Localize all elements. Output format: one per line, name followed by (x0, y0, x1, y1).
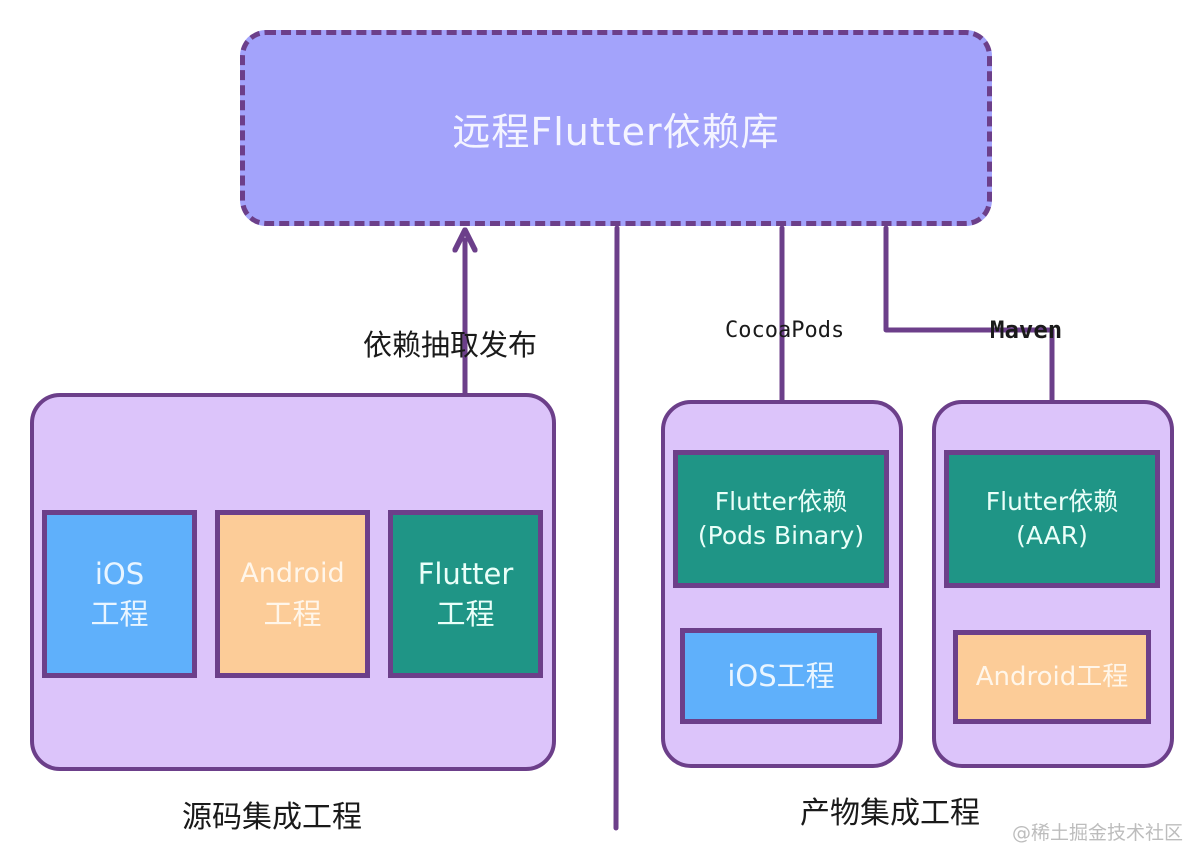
flutter-tile-line1: Flutter (417, 557, 514, 591)
pods-tile-line2: (Pods Binary) (697, 521, 865, 550)
android-project-artifact-tile: Android工程 (953, 630, 1151, 724)
watermark: @稀土掘金技术社区 (1012, 822, 1184, 844)
label-maven: Maven (990, 316, 1063, 344)
label-extract-publish: 依赖抽取发布 (363, 328, 538, 362)
maven-arrow (883, 225, 1052, 440)
remote-flutter-repo: 远程Flutter依赖库 (240, 30, 992, 226)
caption-artifact-integration: 产物集成工程 (800, 796, 980, 831)
android-project-tile: Android 工程 (215, 510, 370, 678)
ios-artifact-tile-label: iOS工程 (727, 659, 835, 693)
flutter-project-tile: Flutter 工程 (388, 510, 543, 678)
flutter-dep-aar-tile: Flutter依赖 (AAR) (944, 450, 1160, 588)
repo-title: 远程Flutter依赖库 (452, 109, 780, 154)
pods-tile-line1: Flutter依赖 (714, 487, 848, 516)
aar-tile-line1: Flutter依赖 (985, 487, 1119, 516)
divider-line (613, 225, 620, 831)
flutter-tile-line2: 工程 (436, 597, 495, 631)
flutter-dep-pods-tile: Flutter依赖 (Pods Binary) (673, 450, 889, 588)
android-tile-line1: Android (240, 558, 345, 589)
caption-source-integration: 源码集成工程 (182, 800, 362, 835)
android-artifact-tile-label: Android工程 (975, 662, 1129, 692)
android-tile-line2: 工程 (263, 597, 322, 631)
ios-project-artifact-tile: iOS工程 (680, 628, 882, 724)
ios-tile-line1: iOS (94, 557, 145, 591)
ios-project-tile: iOS 工程 (42, 510, 197, 678)
ios-tile-line2: 工程 (90, 597, 149, 631)
aar-tile-line2: (AAR) (1016, 521, 1088, 550)
label-cocoapods: CocoaPods (725, 318, 845, 343)
